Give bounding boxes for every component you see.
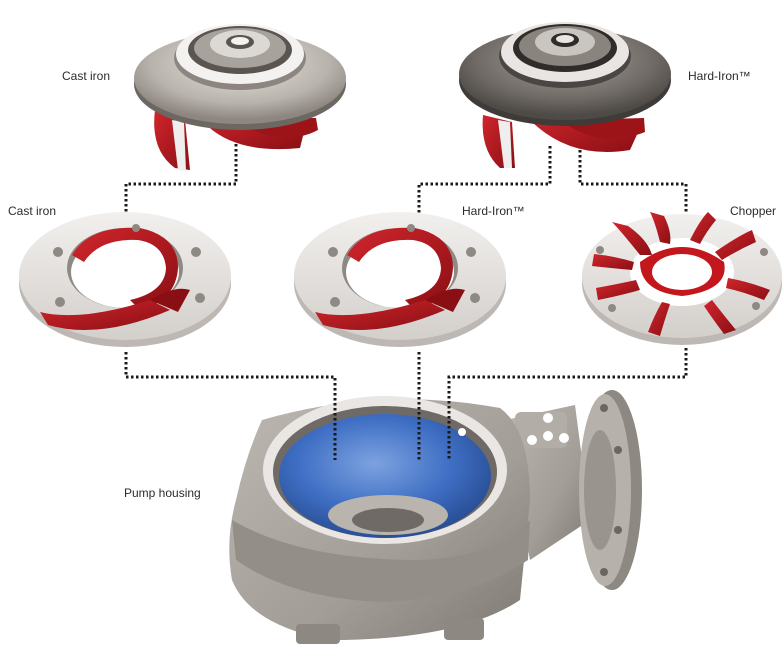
label-insert-hard-iron: Hard-Iron™ — [462, 204, 525, 218]
label-pump-housing: Pump housing — [124, 486, 201, 500]
insert-hard-iron — [294, 212, 506, 347]
label-insert-chopper: Chopper — [730, 204, 776, 218]
impeller-cast-iron — [134, 24, 346, 171]
label-insert-cast-iron: Cast iron — [8, 204, 56, 218]
pump-housing — [229, 390, 642, 644]
label-impeller-cast-iron: Cast iron — [62, 69, 110, 83]
connector-impeller-hard-right — [580, 150, 686, 214]
insert-chopper — [582, 212, 782, 345]
insert-cast-iron — [19, 212, 231, 347]
impeller-hard-iron — [459, 22, 671, 168]
label-impeller-hard-iron: Hard-Iron™ — [688, 69, 751, 83]
